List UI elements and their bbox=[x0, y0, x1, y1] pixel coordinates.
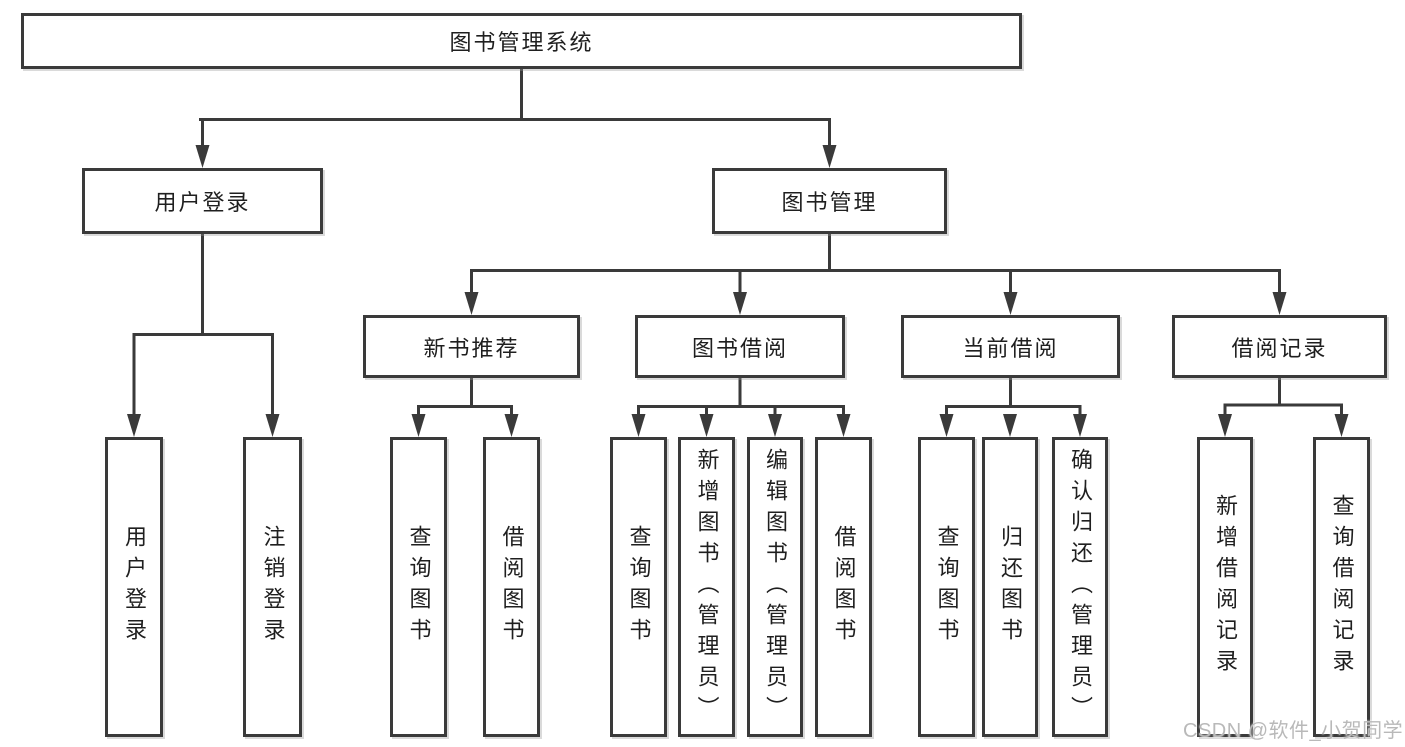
leaf-query-books-under-borrow: 查询图书 bbox=[610, 437, 667, 737]
leaf-user-login: 用户登录 bbox=[105, 437, 163, 737]
leaf-label: 新增图书（管理员） bbox=[694, 447, 720, 727]
node-new-book-recommend: 新书推荐 bbox=[363, 315, 580, 378]
node-label: 当前借阅 bbox=[962, 335, 1059, 361]
leaf-query-books-under-recommend: 查询图书 bbox=[390, 437, 447, 737]
leaf-add-book-admin: 新增图书（管理员） bbox=[678, 437, 735, 737]
leaf-edit-book-admin: 编辑图书（管理员） bbox=[747, 437, 803, 737]
leaf-return-book: 归还图书 bbox=[982, 437, 1038, 737]
leaf-borrow-books-under-recommend: 借阅图书 bbox=[483, 437, 540, 737]
node-book-management: 图书管理 bbox=[712, 168, 947, 234]
node-user-login: 用户登录 bbox=[82, 168, 323, 234]
leaf-label: 查询图书 bbox=[406, 525, 432, 649]
leaf-logout: 注销登录 bbox=[243, 437, 302, 737]
leaf-borrow-books-under-borrow: 借阅图书 bbox=[815, 437, 872, 737]
leaf-confirm-return-admin: 确认归还（管理员） bbox=[1052, 437, 1108, 737]
leaf-label: 借阅图书 bbox=[499, 525, 525, 649]
node-label: 图书管理系统 bbox=[449, 30, 594, 55]
node-current-borrow: 当前借阅 bbox=[901, 315, 1120, 378]
node-label: 新书推荐 bbox=[423, 335, 520, 361]
leaf-label: 编辑图书（管理员） bbox=[763, 447, 788, 727]
leaf-label: 确认归还（管理员） bbox=[1068, 447, 1093, 727]
leaf-query-books-under-current: 查询图书 bbox=[918, 437, 975, 737]
connector-book-management-to-level3 bbox=[464, 234, 1287, 315]
leaf-add-borrow-record: 新增借阅记录 bbox=[1197, 437, 1253, 737]
leaf-label: 用户登录 bbox=[122, 525, 147, 649]
connector-user-login-to-leaves bbox=[127, 234, 280, 437]
leaf-label: 查询图书 bbox=[626, 525, 652, 649]
node-label: 图书借阅 bbox=[691, 335, 788, 361]
leaf-label: 借阅图书 bbox=[831, 525, 857, 649]
connector-root-to-level2 bbox=[195, 69, 837, 168]
leaf-label: 新增借阅记录 bbox=[1213, 494, 1238, 680]
leaf-label: 归还图书 bbox=[998, 525, 1023, 649]
connector-book-borrow-to-leaves bbox=[631, 378, 851, 437]
connector-new-book-recommend-to-leaves bbox=[411, 378, 519, 437]
node-label: 图书管理 bbox=[781, 190, 878, 215]
node-label: 借阅记录 bbox=[1231, 335, 1328, 361]
leaf-label: 注销登录 bbox=[260, 525, 286, 649]
node-borrow-records: 借阅记录 bbox=[1172, 315, 1387, 378]
csdn-watermark: CSDN @软件_小贺同学 bbox=[1183, 720, 1404, 742]
node-library-management-system: 图书管理系统 bbox=[21, 13, 1022, 69]
leaf-label: 查询借阅记录 bbox=[1329, 494, 1355, 680]
leaf-query-borrow-record: 查询借阅记录 bbox=[1313, 437, 1370, 737]
connector-borrow-records-to-leaves bbox=[1218, 378, 1349, 437]
connector-current-borrow-to-leaves bbox=[939, 378, 1087, 437]
node-label: 用户登录 bbox=[154, 190, 251, 215]
leaf-label: 查询图书 bbox=[934, 525, 960, 649]
node-book-borrow: 图书借阅 bbox=[635, 315, 845, 378]
